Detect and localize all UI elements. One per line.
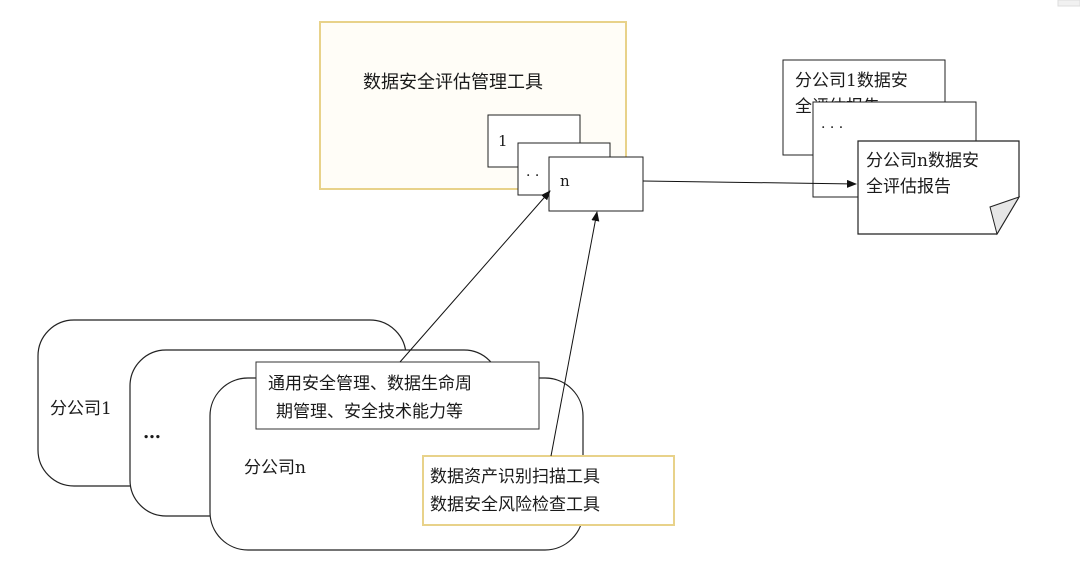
tools-line-2: 数据安全风险检查工具 [430,495,600,515]
report-mid-label: · · · [821,120,843,136]
branch-1-label: 分公司1 [50,399,112,419]
general-line-2: 期管理、安全技术能力等 [276,402,463,422]
report-1-line-1: 分公司1数据安 [795,71,908,91]
corner-mark [1057,0,1080,7]
folded-corner-icon [989,196,1021,236]
general-line-1: 通用安全管理、数据生命周 [268,374,472,394]
sheet-n-label: n [560,172,570,190]
sheet-1-label: 1 [498,132,508,150]
tools-line-1: 数据资产识别扫描工具 [430,467,600,487]
branch-n-label: 分公司n [244,458,306,478]
arrow-scan-to-tool [550,211,600,457]
general-capability-callout: 通用安全管理、数据生命周 期管理、安全技术能力等 [255,361,540,430]
assessment-tool-box: 数据安全评估管理工具 1 · · n [319,21,644,212]
sheet-mid-label: · · [526,168,539,184]
branch-ellipsis: … [143,422,161,443]
report-n-line-1: 分公司n数据安 [866,151,979,171]
assessment-tool-title: 数据安全评估管理工具 [363,72,543,93]
report-n-line-2: 全评估报告 [866,177,951,197]
arrow-general-to-tool [399,190,551,363]
arrow-tool-to-report [642,179,857,188]
sheet-n [548,156,644,212]
scan-tools-callout: 数据资产识别扫描工具 数据安全风险检查工具 [422,455,675,526]
report-doc-n: 分公司n数据安 全评估报告 [857,140,1021,236]
